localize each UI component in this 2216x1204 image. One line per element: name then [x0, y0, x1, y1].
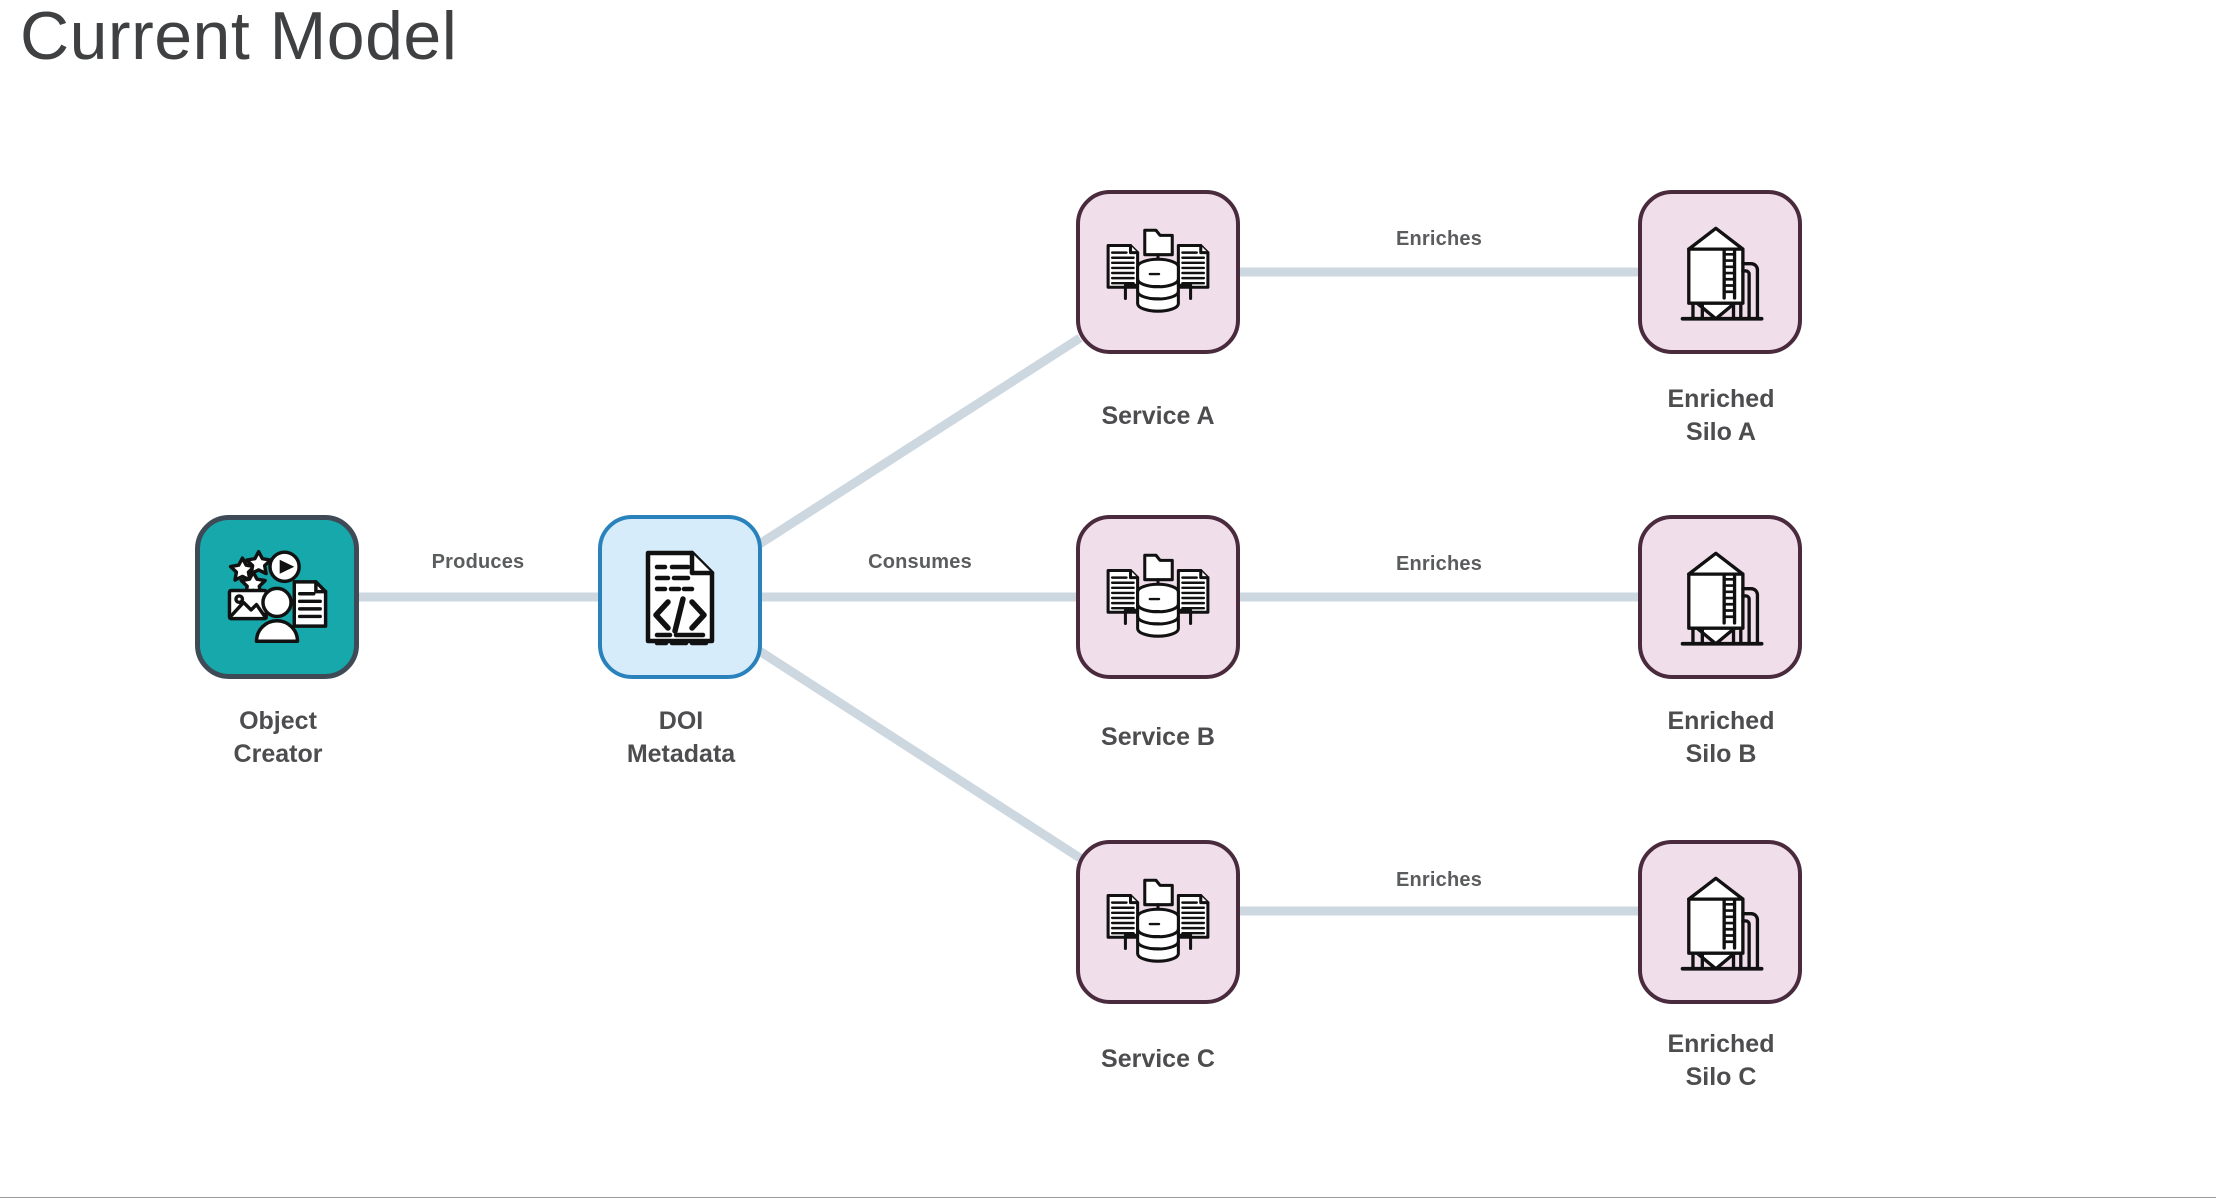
node-label-enriched-silo-a: Enriched Silo A	[1667, 385, 1775, 446]
node-enriched-silo-c[interactable]	[1638, 840, 1802, 1004]
edge-doi-to-service-a	[755, 334, 1083, 549]
edge-label-enriches-b: Enriches	[1395, 553, 1483, 575]
grain-silo-icon	[1680, 876, 1764, 971]
edge-label-produces: Produces	[431, 551, 525, 573]
edge-label-enriches-c: Enriches	[1395, 869, 1483, 891]
node-object-creator[interactable]	[195, 515, 359, 679]
node-service-c[interactable]	[1076, 840, 1240, 1004]
node-label-service-b: Service B	[1101, 723, 1215, 751]
node-enriched-silo-b[interactable]	[1638, 515, 1802, 679]
grain-silo-icon	[1680, 551, 1764, 646]
edge-label-enriches-a: Enriches	[1395, 228, 1483, 250]
node-label-doi-metadata: DOI Metadata	[626, 707, 736, 768]
node-service-b[interactable]	[1076, 515, 1240, 679]
database-documents-icon	[1106, 228, 1210, 313]
node-service-a[interactable]	[1076, 190, 1240, 354]
node-label-enriched-silo-c: Enriched Silo C	[1667, 1030, 1775, 1091]
media-person-creator-icon	[227, 549, 328, 644]
node-label-service-a: Service A	[1101, 402, 1215, 430]
node-label-enriched-silo-b: Enriched Silo B	[1667, 707, 1775, 768]
node-doi-metadata[interactable]	[598, 515, 762, 679]
node-label-object-creator: Object Creator	[233, 707, 323, 768]
code-document-icon	[645, 550, 715, 646]
node-enriched-silo-a[interactable]	[1638, 190, 1802, 354]
bottom-divider	[0, 1197, 2216, 1198]
grain-silo-icon	[1680, 226, 1764, 321]
page-title: Current Model	[20, 0, 458, 74]
database-documents-icon	[1106, 553, 1210, 638]
node-label-service-c: Service C	[1101, 1045, 1215, 1073]
edge-label-consumes: Consumes	[868, 551, 972, 573]
database-documents-icon	[1106, 878, 1210, 963]
